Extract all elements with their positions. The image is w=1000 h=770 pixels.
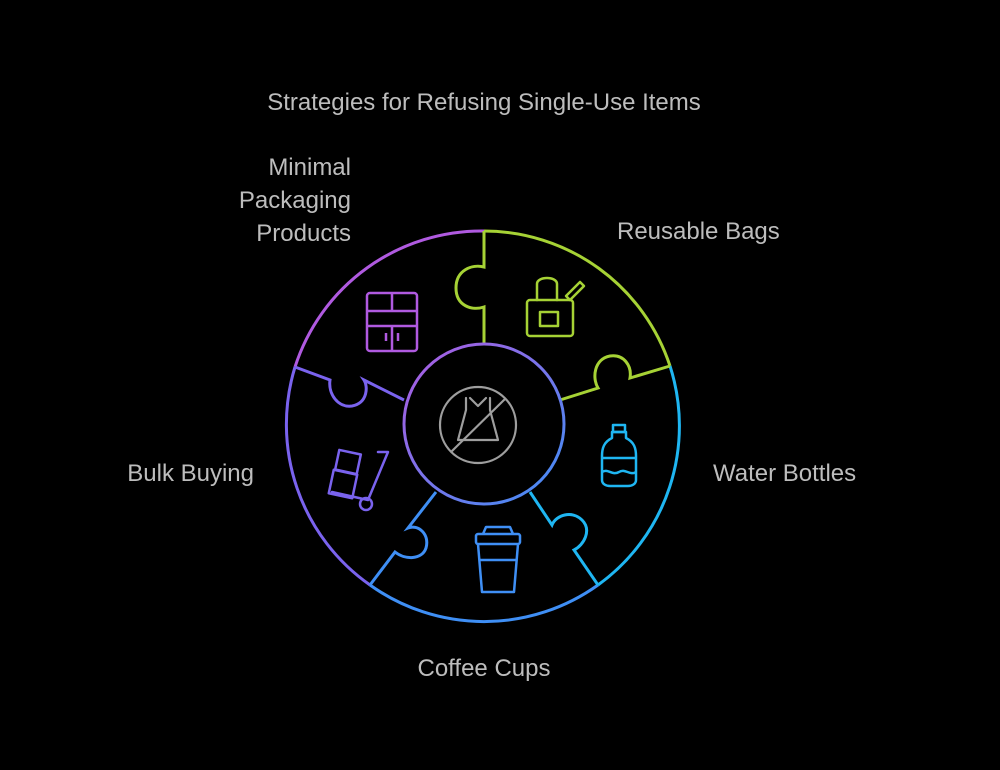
cabinet-icon xyxy=(365,291,419,353)
divider-bags-water xyxy=(559,354,671,402)
no-plastic-bag-icon xyxy=(438,385,518,465)
segment-label-bulk-buying: Bulk Buying xyxy=(127,460,254,487)
segment-label-reusable-bags: Reusable Bags xyxy=(617,218,780,245)
divider-minimal-bags xyxy=(454,231,486,345)
ring-arc-coffee-cups xyxy=(369,583,599,623)
center-circle xyxy=(402,342,566,506)
hand-truck-icon xyxy=(327,448,390,512)
segment-label-minimal-packaging: Minimal Packaging Products xyxy=(238,154,351,247)
divider-bulk-minimal xyxy=(294,365,405,408)
ring-arc-water-bottles xyxy=(597,365,681,587)
diagram-title: Strategies for Refusing Single-Use Items xyxy=(267,89,701,116)
segment-label-water-bottles: Water Bottles xyxy=(713,460,857,487)
water-bottle-icon xyxy=(600,423,638,488)
shopping-bag-icon xyxy=(525,276,586,338)
coffee-cup-icon xyxy=(474,525,522,594)
divider-water-coffee xyxy=(528,491,600,586)
divider-coffee-bulk xyxy=(368,491,438,586)
ring-arc-reusable-bags xyxy=(483,229,672,367)
segment-label-coffee-cups: Coffee Cups xyxy=(417,655,551,682)
ring-arc-minimal-packaging xyxy=(293,229,485,368)
ring-arc-bulk-buying xyxy=(284,366,371,587)
